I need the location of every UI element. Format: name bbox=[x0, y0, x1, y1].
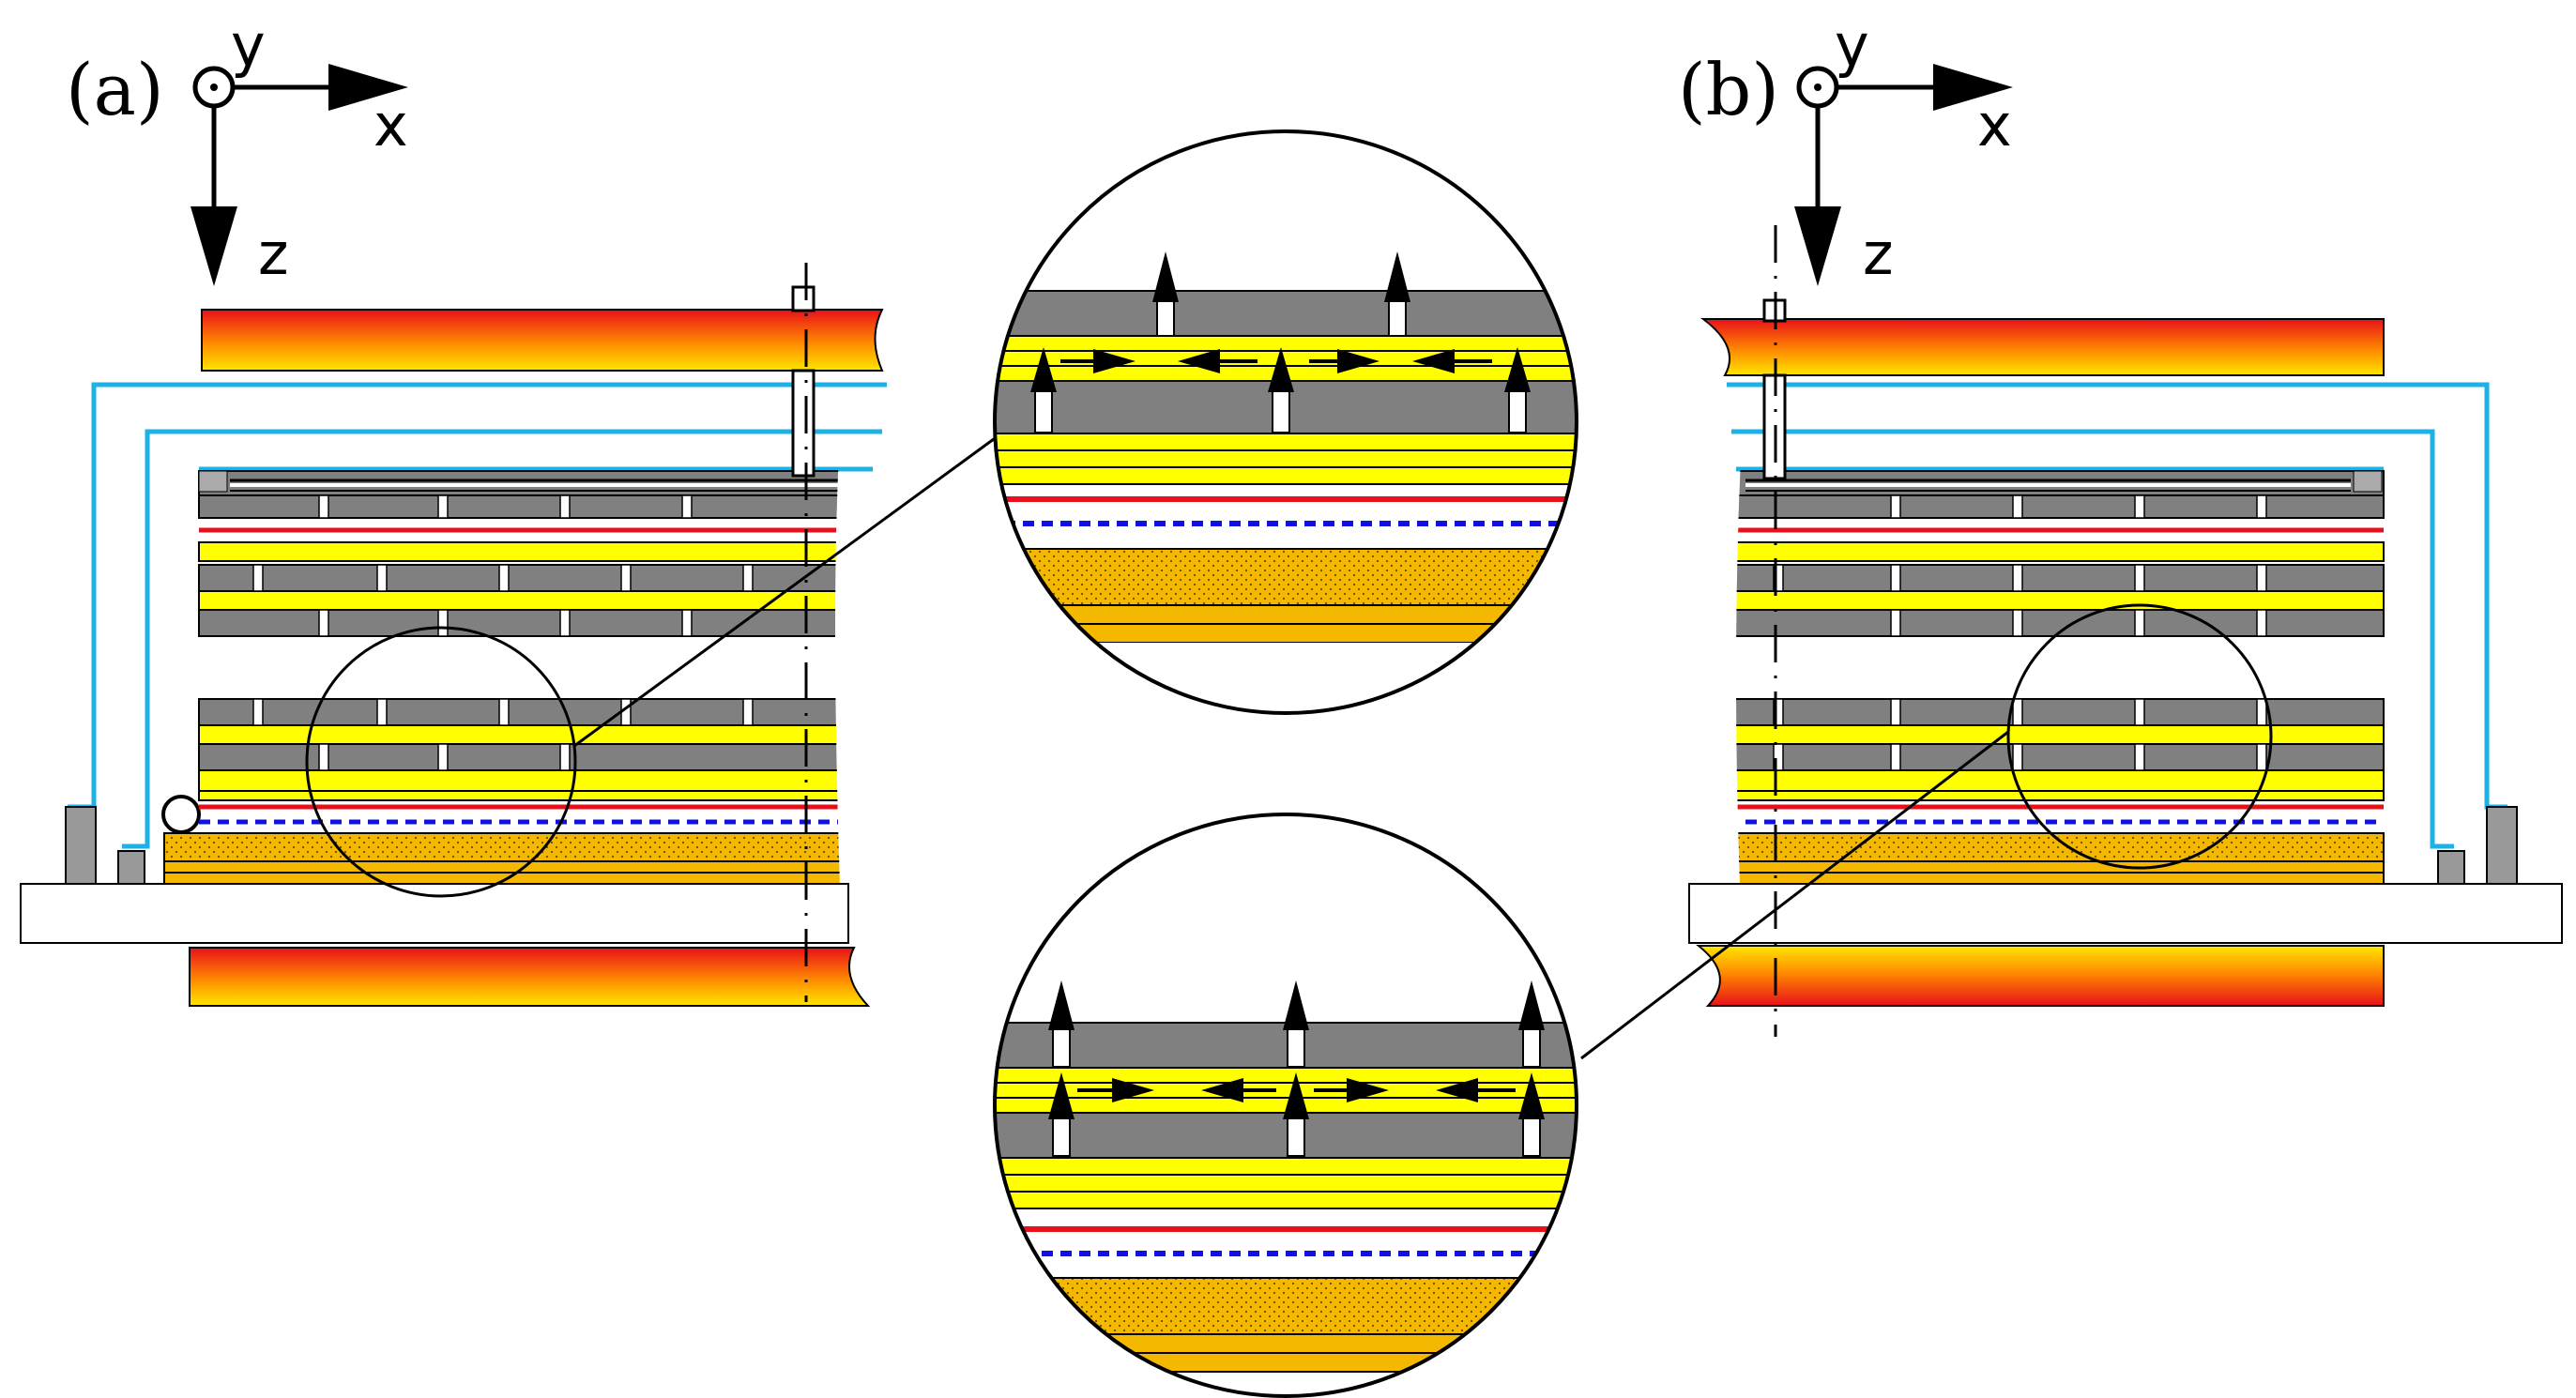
arrow-up-icon bbox=[1268, 347, 1294, 433]
support-peg-a1 bbox=[65, 806, 97, 885]
axis-z-label-b: z bbox=[1863, 220, 1894, 288]
wire-inner-b bbox=[1731, 429, 2454, 849]
heater-top-b bbox=[1700, 318, 2385, 376]
axis-z-label: z bbox=[258, 220, 289, 288]
arrow-left-icon bbox=[1412, 349, 1492, 373]
axis-x-label: x bbox=[373, 91, 408, 160]
arrow-down-icon bbox=[1794, 206, 1841, 286]
arrow-right-icon bbox=[328, 64, 408, 111]
arrow-up-icon bbox=[1048, 1072, 1075, 1157]
probe-head-a bbox=[791, 285, 815, 312]
arrow-right-icon bbox=[1060, 349, 1136, 373]
arrow-left-icon bbox=[1436, 1078, 1516, 1102]
arrow-up-icon bbox=[1283, 980, 1309, 1068]
zoom-detail-top bbox=[993, 129, 1578, 715]
panel-a: (a) y x z bbox=[20, 11, 998, 1007]
panel-b-label: (b) bbox=[1678, 48, 1779, 131]
zoom-leader-a bbox=[573, 434, 998, 748]
base-plate-b bbox=[1688, 883, 2563, 944]
panel-a-label: (a) bbox=[66, 48, 164, 131]
arrow-up-icon bbox=[1030, 347, 1057, 433]
arrow-right-icon bbox=[1314, 1078, 1389, 1102]
heater-bottom-a bbox=[189, 947, 871, 1007]
axis-origin-icon bbox=[192, 66, 236, 109]
layer-stack-a bbox=[163, 470, 845, 885]
axis-y-label: y bbox=[231, 11, 266, 80]
probe-body-a bbox=[791, 369, 815, 478]
arrow-up-icon bbox=[1518, 980, 1545, 1068]
panel-b: (b) y x z bbox=[1580, 11, 2563, 1060]
arrow-up-icon bbox=[1384, 251, 1410, 337]
support-peg-b1 bbox=[2486, 806, 2518, 885]
arrow-right-icon bbox=[1933, 64, 2013, 111]
heater-top-a bbox=[201, 309, 884, 372]
arrow-left-icon bbox=[1201, 1078, 1276, 1102]
zoom-leader-b bbox=[1580, 730, 2009, 1060]
zoom-circle-a bbox=[305, 626, 577, 898]
arrow-up-icon bbox=[1152, 251, 1179, 337]
zoom-circle-b bbox=[2006, 603, 2273, 870]
axis-x-label-b: x bbox=[1977, 91, 2012, 160]
axis-y-label-b: y bbox=[1835, 11, 1869, 80]
arrow-up-icon bbox=[1048, 980, 1075, 1068]
axis-origin-icon bbox=[1796, 66, 1839, 109]
heater-bottom-b bbox=[1696, 945, 2385, 1007]
arrow-down-icon bbox=[191, 206, 237, 286]
zoom-detail-bottom bbox=[993, 813, 1578, 1398]
arrow-up-icon bbox=[1518, 1072, 1545, 1157]
layer-stack-b bbox=[1736, 470, 2385, 885]
support-peg-a2 bbox=[117, 850, 145, 885]
arrow-left-icon bbox=[1178, 349, 1258, 373]
base-plate-a bbox=[20, 883, 849, 944]
layer-gaps-b bbox=[1773, 494, 2267, 771]
arrow-up-icon bbox=[1504, 347, 1531, 433]
layer-gaps-a bbox=[252, 494, 754, 771]
arrow-right-icon bbox=[1309, 349, 1379, 373]
support-peg-b2 bbox=[2437, 850, 2465, 885]
wire-inner-a bbox=[122, 429, 882, 849]
arrow-right-icon bbox=[1077, 1078, 1154, 1102]
arrow-up-icon bbox=[1283, 1072, 1309, 1157]
sensor-circle-a bbox=[161, 795, 201, 834]
